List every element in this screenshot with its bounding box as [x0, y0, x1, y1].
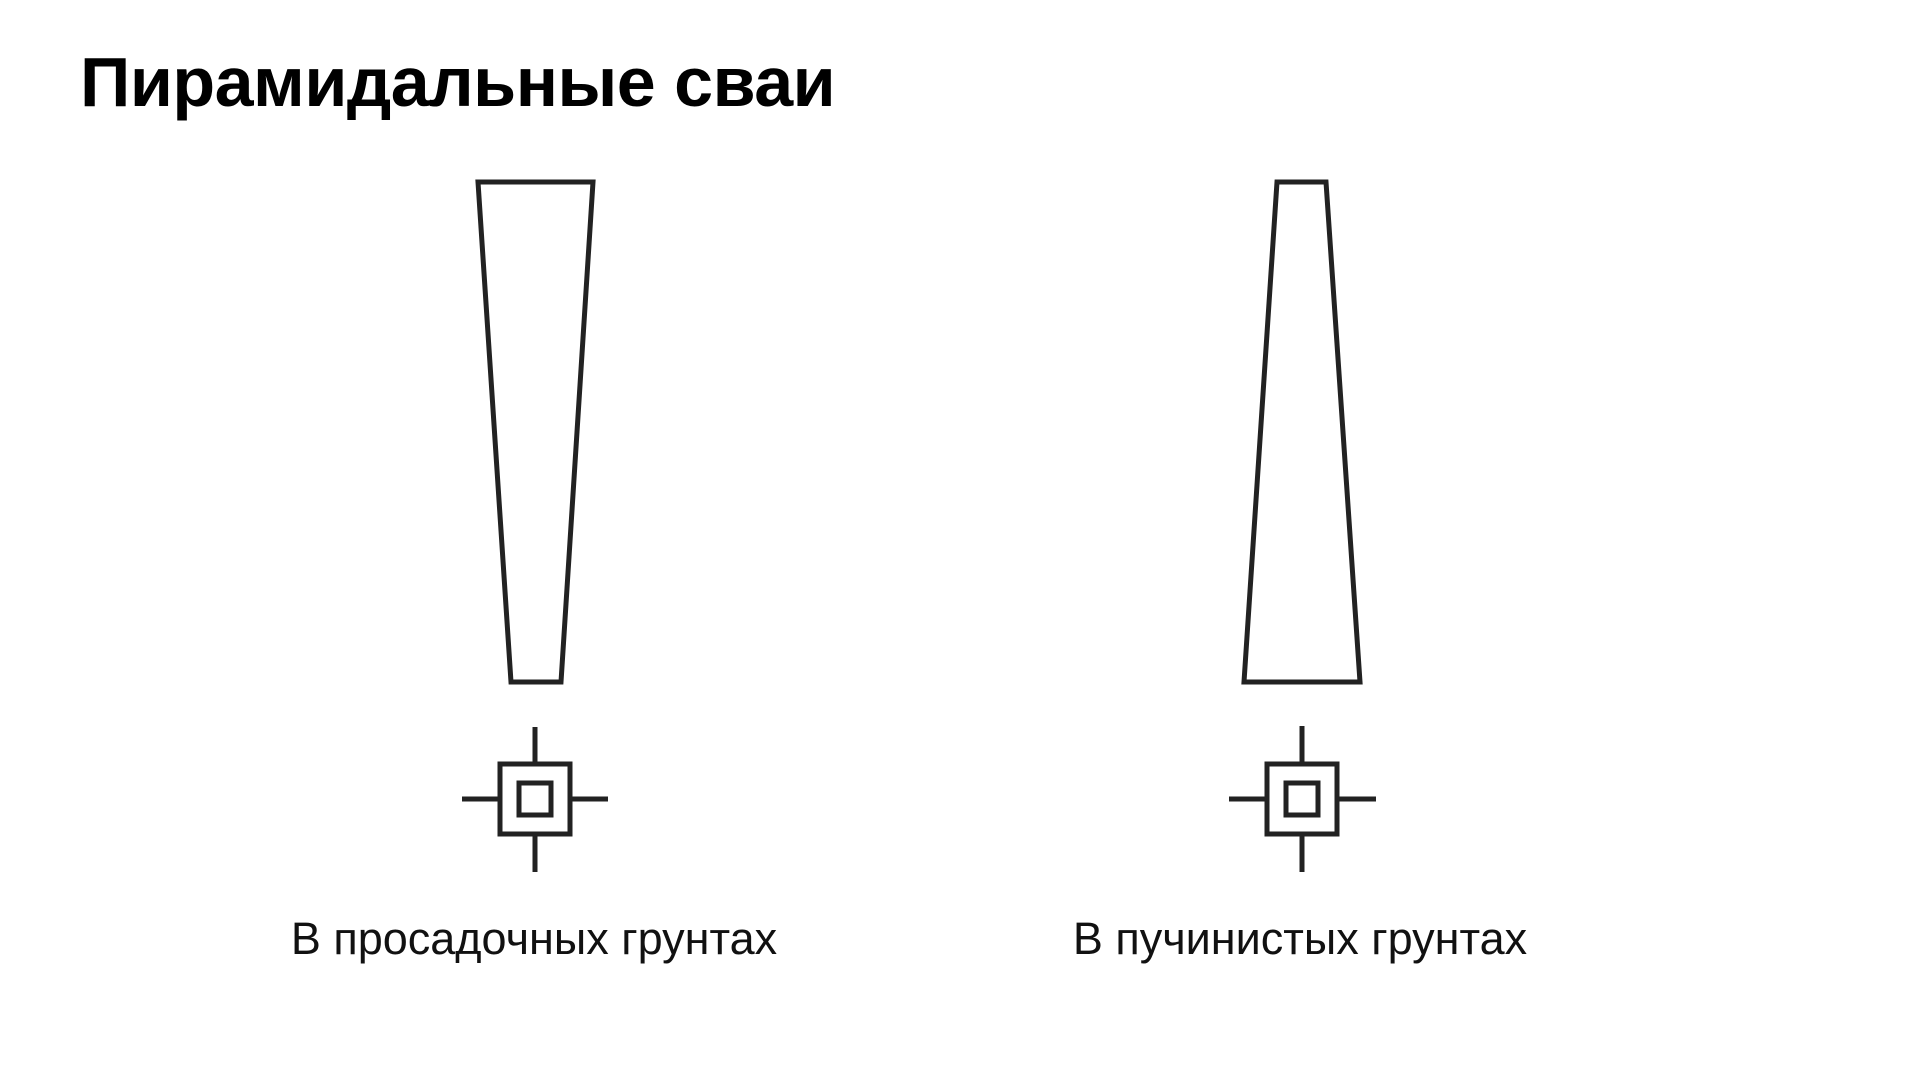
pile-elevation-tapered-down [475, 179, 596, 685]
page-title: Пирамидальные сваи [80, 43, 836, 121]
pile-elevation-tapered-up [1241, 179, 1363, 685]
caption-collapsible-soil: В просадочных грунтах [290, 913, 778, 964]
pile-plan-crosshair-icon [1229, 726, 1376, 872]
caption-heaving-soil: В пучинистых грунтах [1072, 913, 1528, 964]
pile-plan-crosshair-icon [462, 727, 608, 872]
